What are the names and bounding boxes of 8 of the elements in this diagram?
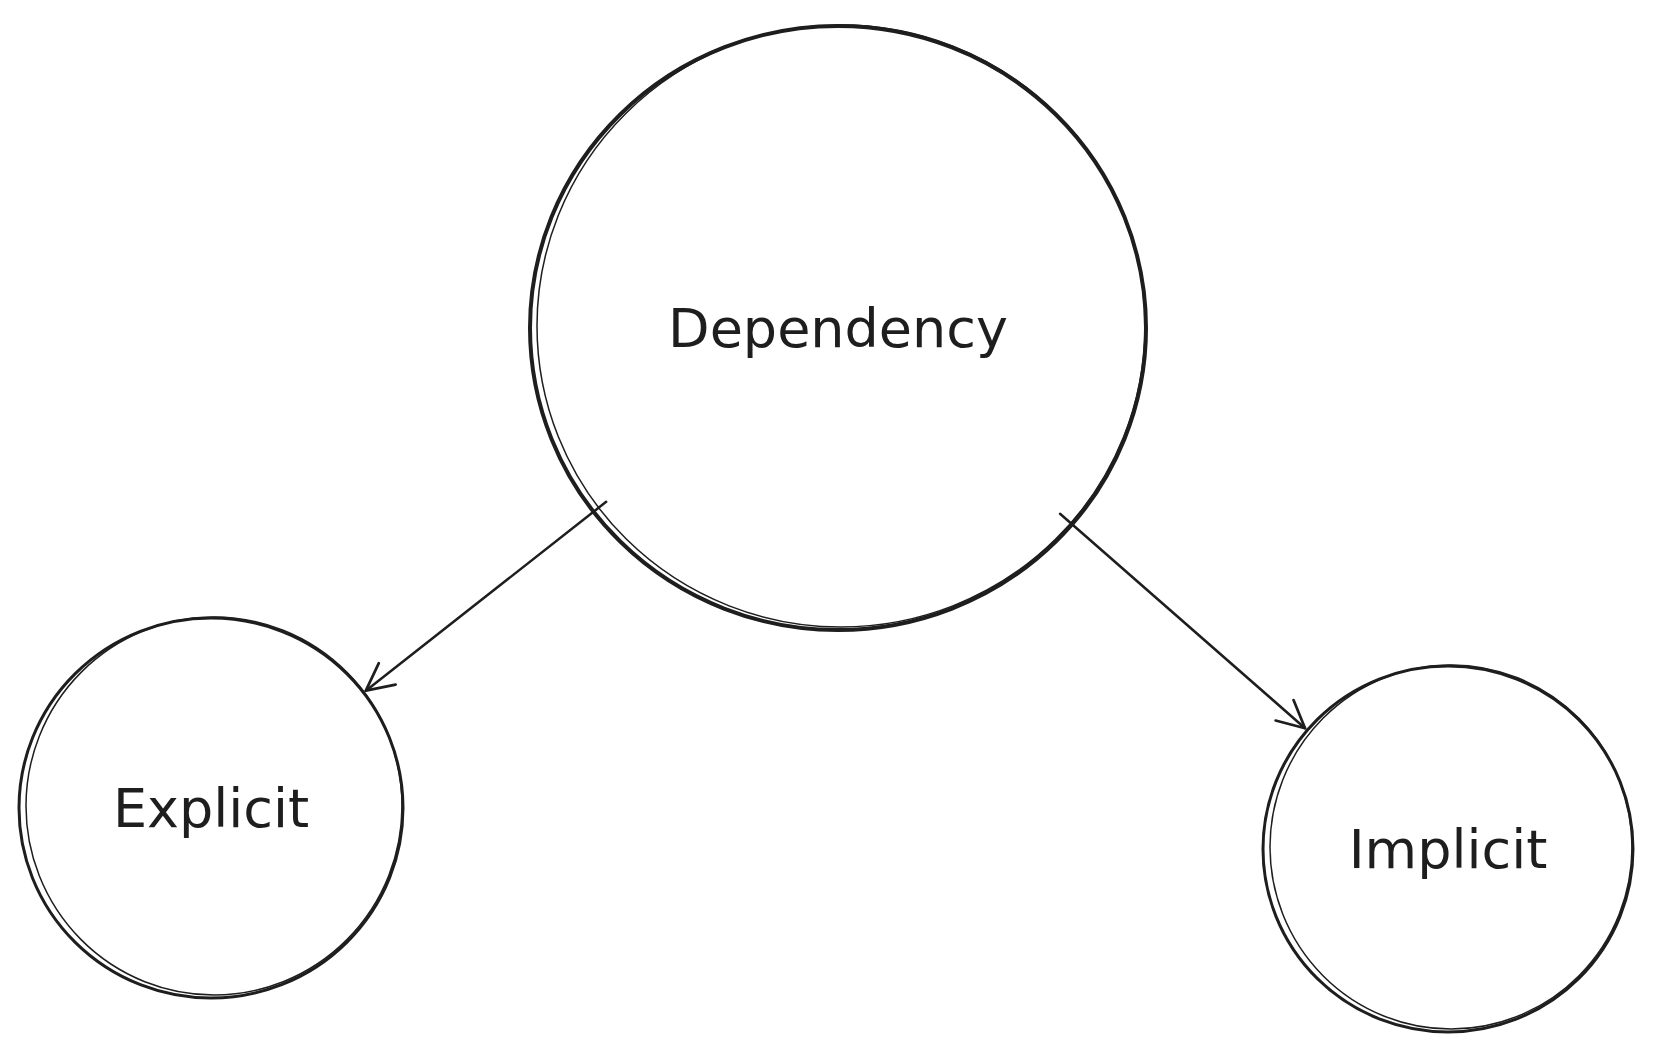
- circle-node: [1260, 663, 1636, 1035]
- node-label: Implicit: [1348, 817, 1548, 881]
- arrow: [364, 500, 608, 693]
- circle-node: [526, 22, 1150, 634]
- node-label: Dependency: [668, 296, 1008, 360]
- node-label: Explicit: [112, 776, 310, 840]
- circle-node: [16, 615, 406, 1001]
- arrow: [1058, 512, 1307, 730]
